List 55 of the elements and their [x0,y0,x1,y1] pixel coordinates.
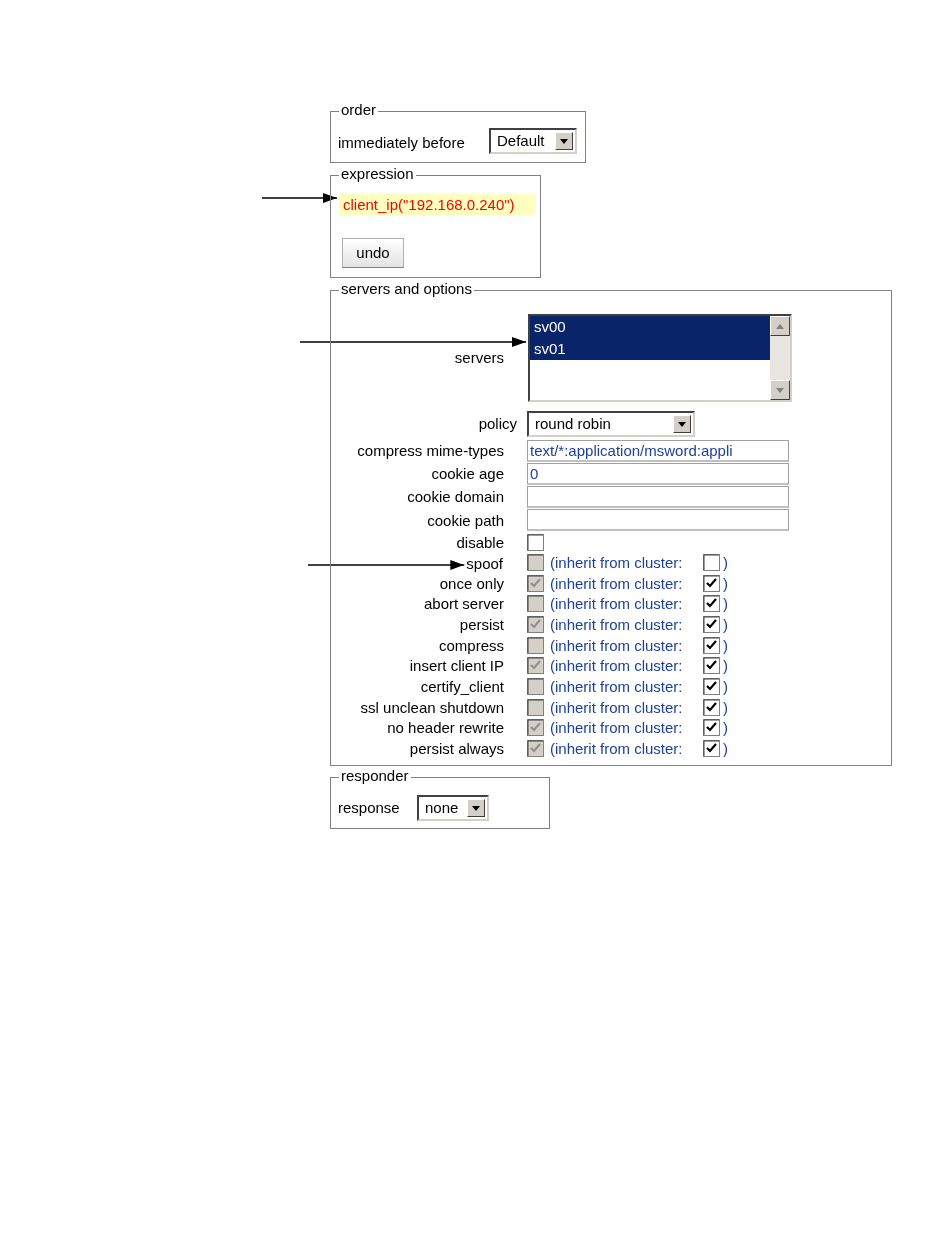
field-label: persist [459,615,504,634]
expression-text: client_ip("192.168.0.240") [339,194,535,215]
field-label: abort server [423,595,504,614]
field-label: disable [456,534,504,552]
closing-parenthesis: ) [723,677,728,696]
fieldset-legend: servers and options [339,280,474,298]
field-label: no header rewrite [387,719,504,738]
field-label: ssl unclean shutdown [360,698,504,717]
arrow [299,337,527,347]
inherit-note: (inherit from cluster: [550,739,683,758]
field-label: compress mime-types [357,442,504,460]
closing-parenthesis: ) [723,739,728,758]
selected-option: sv01 [530,338,770,360]
text-input-field: 0 [527,463,789,485]
closing-parenthesis: ) [723,615,728,634]
text-input-field: text/*:application/msword:appli [527,440,789,462]
inherit-note: (inherit from cluster: [550,636,683,655]
inherit-note: (inherit from cluster: [550,677,683,696]
field-label: insert client IP [409,657,504,676]
field-label: once only [439,574,504,593]
dropdown-select: Default [489,128,577,154]
closing-parenthesis: ) [723,554,728,572]
inherit-note: (inherit from cluster: [550,615,683,634]
arrow [261,193,338,203]
inherit-note: (inherit from cluster: [550,595,683,614]
field-label: spoof [466,555,503,573]
field-label: compress [438,636,504,655]
inherit-note: (inherit from cluster: [550,554,683,572]
inherit-note: (inherit from cluster: [550,698,683,717]
dropdown-select: round robin [527,411,695,437]
field-label: immediately before [338,134,465,152]
field-label: cookie path [427,512,504,530]
inherit-note: (inherit from cluster: [550,657,683,676]
field-label: persist always [409,739,504,758]
inherit-note: (inherit from cluster: [550,574,683,593]
dropdown-select: none [417,795,489,821]
server-listbox [528,314,792,402]
inherit-note: (inherit from cluster: [550,719,683,738]
field-label: servers [454,349,504,367]
fieldset-legend: responder [339,767,411,785]
fieldset-legend: expression [339,165,416,183]
closing-parenthesis: ) [723,719,728,738]
closing-parenthesis: ) [723,636,728,655]
closing-parenthesis: ) [723,657,728,676]
closing-parenthesis: ) [723,574,728,593]
closing-parenthesis: ) [723,595,728,614]
selected-option: sv00 [530,316,770,338]
field-label: cookie age [431,465,504,483]
field-label: cookie domain [407,488,504,506]
closing-parenthesis: ) [723,698,728,717]
field-label: certify_client [420,677,504,696]
arrow [307,560,466,570]
field-label: policy [478,415,517,433]
field-label: response [338,799,400,817]
undo-button: undo [342,238,404,268]
